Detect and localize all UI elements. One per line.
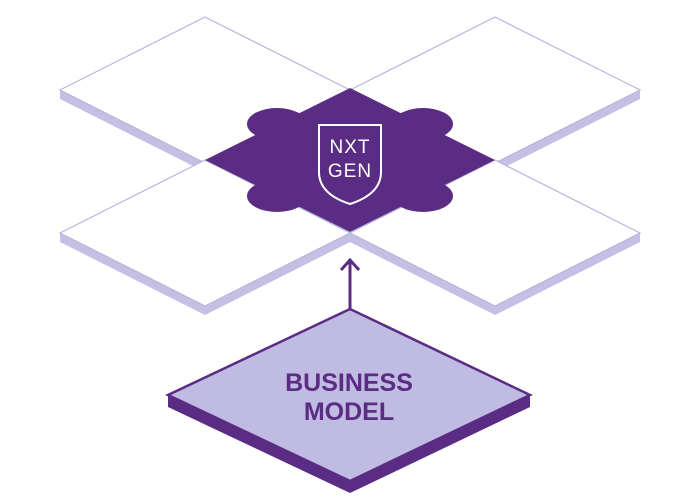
center-puzzle-piece — [205, 88, 495, 232]
business-model-label-line1: BUSINESS — [285, 369, 413, 397]
shield-icon — [318, 124, 382, 206]
logo-text-line1: NXT — [330, 137, 371, 158]
nxtgen-logo: NXT GEN — [318, 124, 382, 206]
business-model-block: BUSINESS MODEL — [165, 307, 533, 493]
logo-text-line2: GEN — [328, 161, 372, 182]
business-model-label-line2: MODEL — [304, 398, 394, 426]
